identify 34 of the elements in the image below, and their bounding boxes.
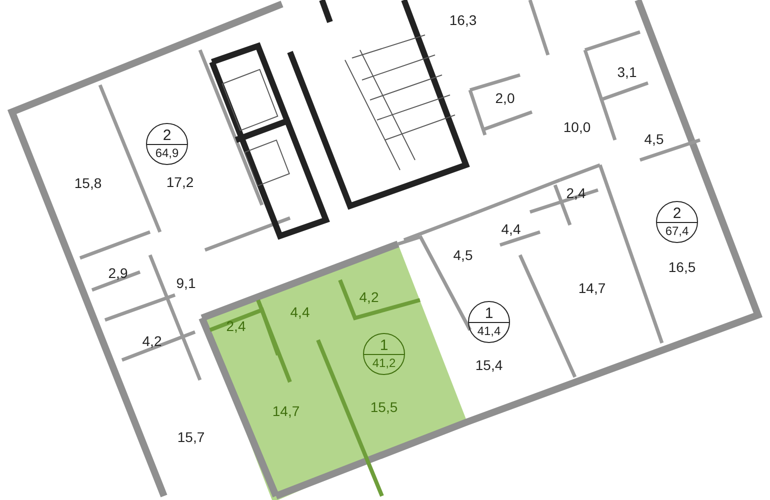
apartment-area: 41,4 <box>477 323 501 339</box>
room-area: 16,5 <box>668 260 696 274</box>
room-area: 2,9 <box>108 266 128 280</box>
room-area: 4,4 <box>290 305 310 319</box>
room-area: 4,5 <box>453 248 473 262</box>
room-area: 17,2 <box>166 175 194 189</box>
room-area: 15,4 <box>475 358 503 372</box>
room-area: 9,1 <box>176 276 196 290</box>
room-area: 2,4 <box>226 319 246 333</box>
room-area: 14,7 <box>578 281 606 295</box>
room-area: 3,1 <box>617 65 637 79</box>
room-area: 4,5 <box>644 132 664 146</box>
room-area: 16,3 <box>449 13 477 27</box>
apartment-area: 64,9 <box>155 145 179 161</box>
apartment-area: 67,4 <box>665 223 689 239</box>
room-area: 2,0 <box>495 91 515 105</box>
apartment-number: 2 <box>147 127 187 145</box>
room-area: 2,4 <box>566 186 586 200</box>
apartment-number: 2 <box>657 205 697 223</box>
apartment-area: 41,2 <box>372 355 396 371</box>
apartment-badge <box>468 301 510 343</box>
room-area: 15,7 <box>177 430 205 444</box>
apartment-number: 1 <box>469 305 509 323</box>
room-area: 4,2 <box>142 334 162 348</box>
room-area: 15,8 <box>74 176 102 190</box>
apartment-badge <box>146 123 188 165</box>
room-area: 4,2 <box>359 290 379 304</box>
room-area: 14,7 <box>272 404 300 418</box>
room-area: 4,4 <box>501 222 521 236</box>
room-area: 10,0 <box>563 120 591 134</box>
apartment-badge <box>656 201 698 243</box>
room-area: 15,5 <box>370 400 398 414</box>
apartment-number: 1 <box>364 337 404 355</box>
apartment-badge <box>363 333 405 375</box>
